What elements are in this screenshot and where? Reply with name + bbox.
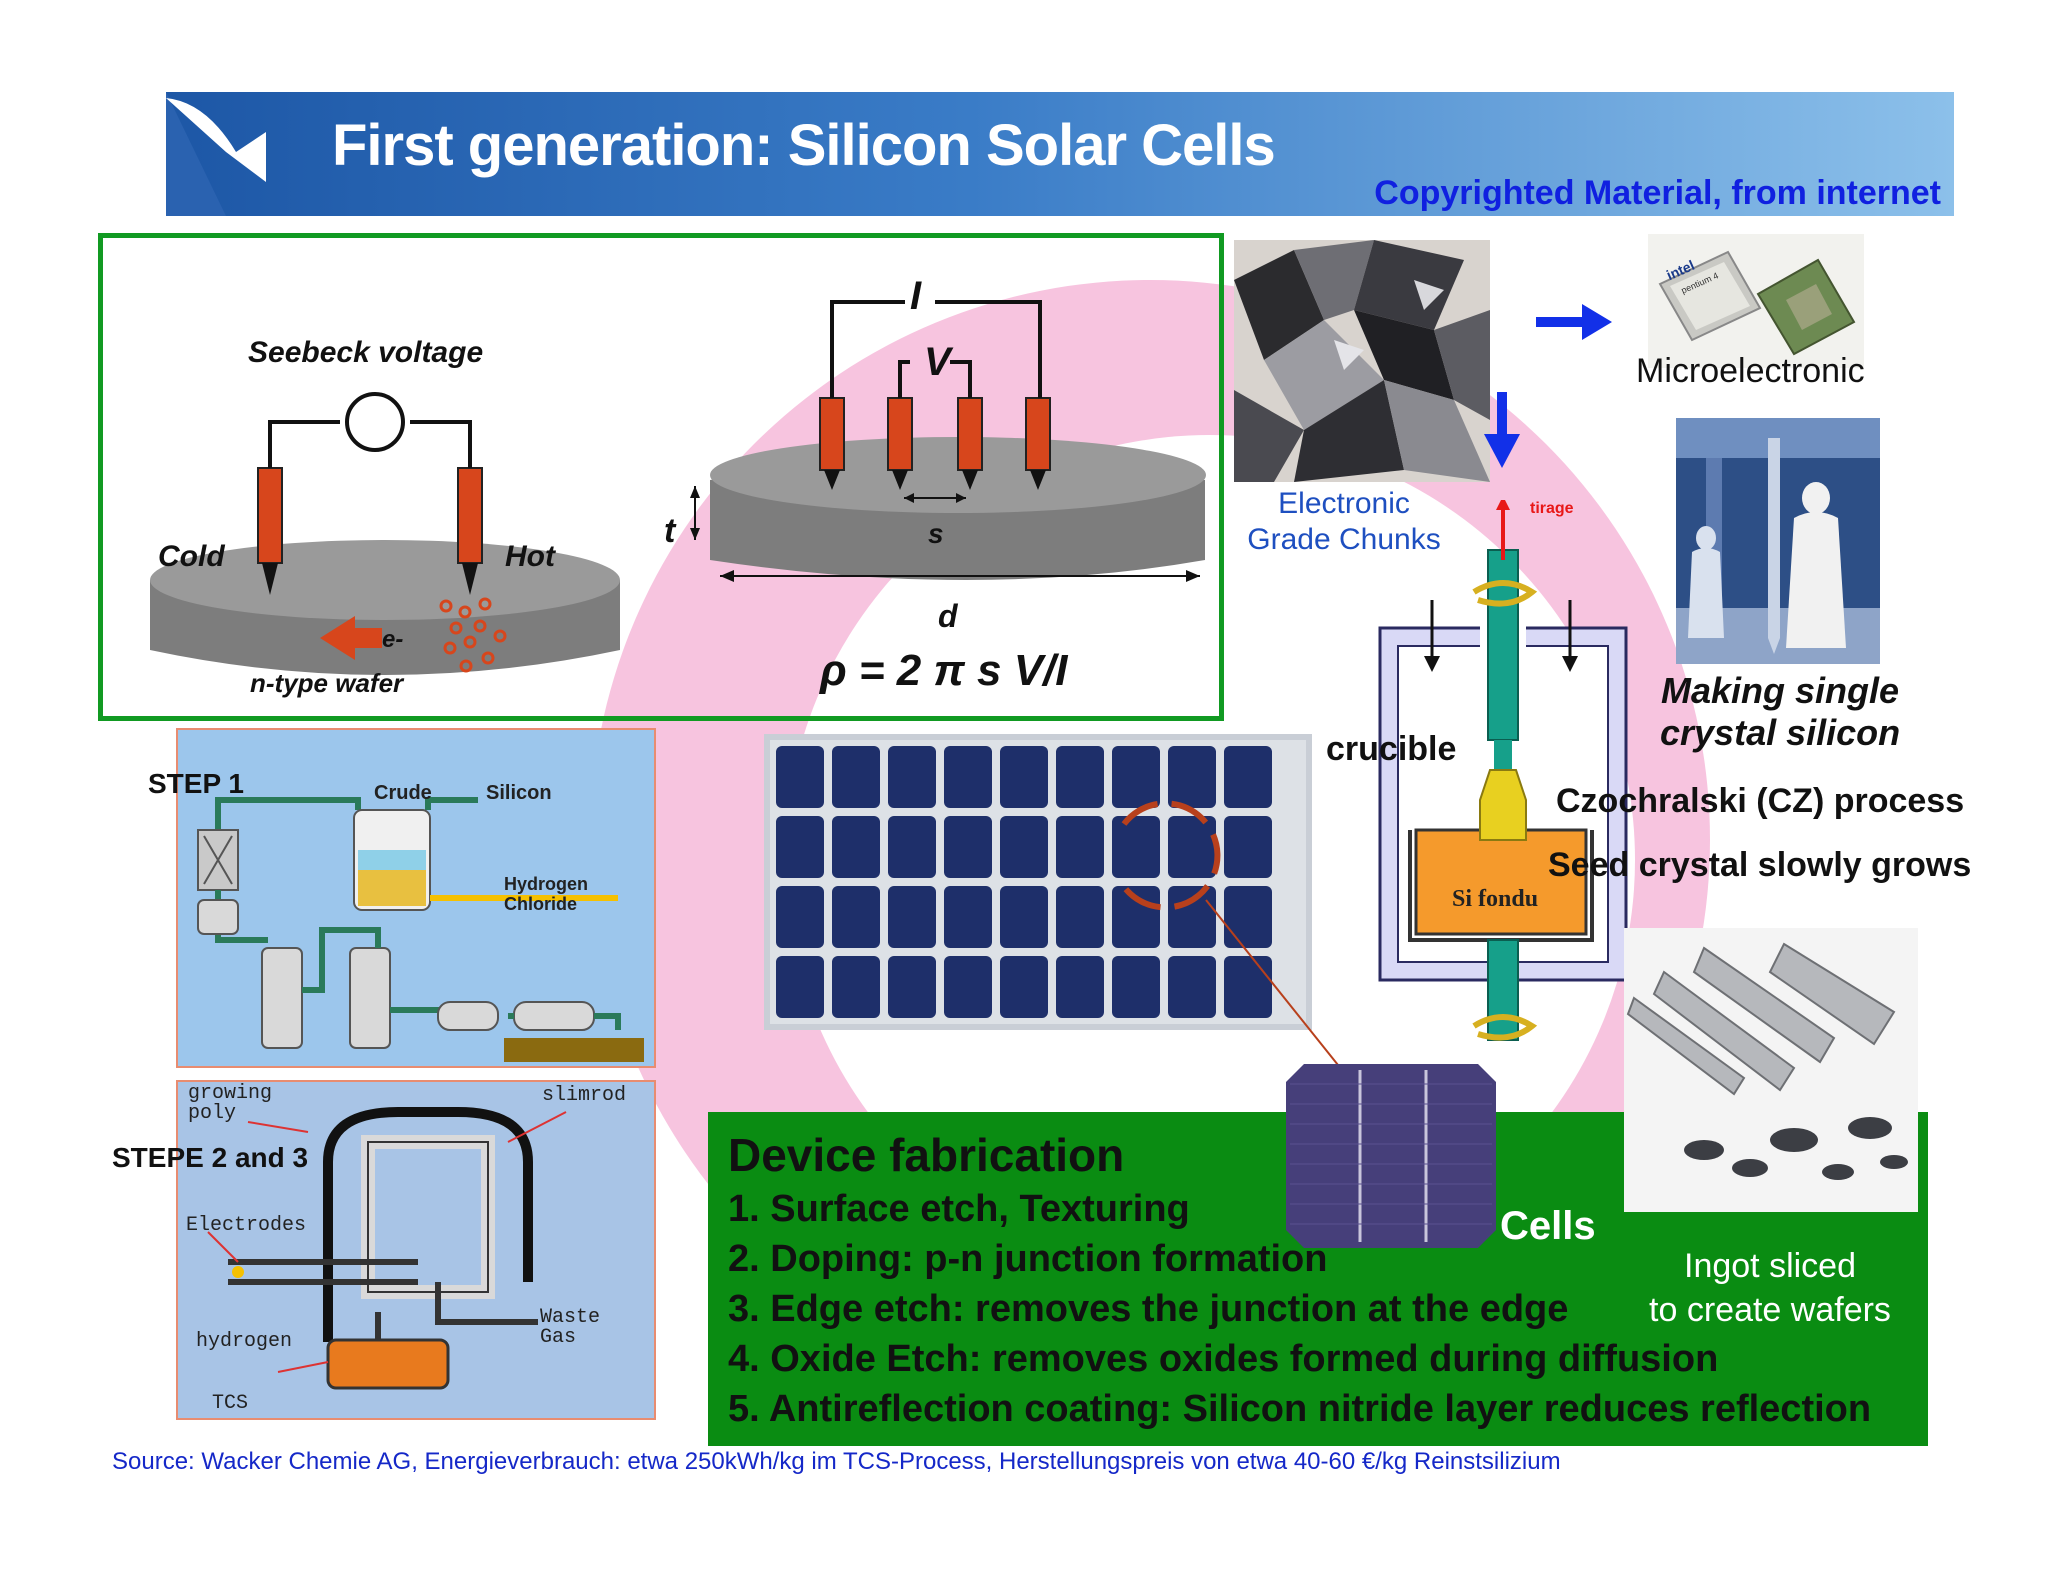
- crucible-label: crucible: [1326, 730, 1457, 768]
- seebeck-diagram: [150, 392, 620, 675]
- growing-label: growing: [188, 1082, 273, 1105]
- slimrod-label: slimrod: [542, 1084, 627, 1107]
- ingot-caption: Ingot sliced to create wafers: [1620, 1244, 1920, 1332]
- arrow-right-icon: [1536, 304, 1612, 340]
- fabrication-step: 4. Oxide Etch: removes oxides formed dur…: [728, 1338, 1719, 1380]
- seed-crystal-label: Seed crystal slowly grows: [1548, 846, 1972, 884]
- step2-label: STEPE 2 and 3: [112, 1142, 309, 1173]
- silicon-chunks-photo: [1234, 240, 1490, 482]
- measurement-diagrams-frame: [98, 233, 1224, 721]
- corner-logo-icon: [166, 92, 266, 216]
- chunks-caption-line2: Grade Chunks: [1247, 523, 1441, 556]
- thickness-label: t: [664, 512, 676, 550]
- making-crystal-caption: Making single crystal silicon: [1660, 670, 1900, 754]
- clean-room-photo: [1676, 418, 1880, 664]
- current-label: I: [910, 274, 922, 318]
- step2-diagram: [176, 1080, 656, 1420]
- step2-reactor-diagram: [207, 1107, 567, 1390]
- cz-process-label: Czochralski (CZ) process: [1556, 782, 1965, 820]
- step1-label: STEP 1: [148, 768, 244, 799]
- resistivity-formula: ρ = 2 π s V/I: [820, 646, 1068, 695]
- waste-gas-label: Waste Gas: [540, 1308, 600, 1348]
- ingot-caption-line1: Ingot sliced: [1684, 1247, 1856, 1285]
- making-caption-line2: crystal silicon: [1660, 712, 1901, 753]
- tcs-label: TCS: [212, 1392, 249, 1415]
- copyright-note: Copyrighted Material, from internet: [1374, 174, 1941, 212]
- ingot-photo: [1624, 928, 1918, 1212]
- ingot-caption-line2: to create wafers: [1649, 1291, 1891, 1329]
- cells-label: Cells: [1500, 1204, 1596, 1248]
- waste-label: Waste: [540, 1306, 601, 1329]
- pull-label: tirage: [1530, 500, 1574, 517]
- cold-label: Cold: [158, 540, 225, 573]
- solar-cell-photo: [1286, 1064, 1496, 1248]
- electrodes-label: Electrodes: [186, 1214, 307, 1237]
- fabrication-step: 5. Antireflection coating: Silicon nitri…: [728, 1388, 1872, 1430]
- hcl-label-line1: Hydrogen: [504, 874, 589, 894]
- fabrication-step: 1. Surface etch, Texturing: [728, 1188, 1190, 1230]
- fabrication-step: 3. Edge etch: removes the junction at th…: [728, 1288, 1569, 1330]
- arrow-down-icon: [1484, 392, 1520, 468]
- diameter-label: d: [938, 598, 958, 634]
- hcl-label-line2: Chloride: [504, 894, 578, 914]
- title-banner: [166, 92, 1954, 216]
- poly-label: poly: [188, 1102, 237, 1125]
- device-fabrication-title: Device fabrication: [728, 1129, 1125, 1181]
- page-title: First generation: Silicon Solar Cells: [332, 113, 1276, 178]
- source-footnote: Source: Wacker Chemie AG, Energieverbrau…: [112, 1448, 1561, 1475]
- step1-diagram: [176, 728, 656, 1068]
- making-caption-line1: Making single: [1660, 670, 1900, 711]
- voltage-label: V: [924, 340, 951, 384]
- four-point-probe-diagram: [690, 300, 1206, 582]
- growing-poly-label: growing poly: [188, 1084, 272, 1124]
- crude-label: Crude: [374, 782, 432, 804]
- chunks-caption: Electronic Grade Chunks: [1234, 486, 1454, 558]
- hcl-label: Hydrogen Chloride: [504, 874, 588, 914]
- silicon-label: Silicon: [486, 782, 552, 804]
- hydrogen-label: hydrogen: [196, 1330, 293, 1353]
- seebeck-voltage-label: Seebeck voltage: [248, 336, 484, 369]
- n-type-wafer-label: n-type wafer: [250, 668, 404, 698]
- hot-label: Hot: [505, 540, 555, 573]
- solar-panel-photo: [764, 734, 1312, 1030]
- melt-label: Si fondu: [1452, 886, 1539, 912]
- microelectronic-label: Microelectronic: [1636, 352, 1865, 390]
- gas-label: Gas: [540, 1326, 577, 1349]
- step1-process-diagram: [197, 797, 644, 1062]
- czochralski-apparatus-diagram: [1378, 500, 1628, 1041]
- spacing-label: s: [928, 518, 944, 549]
- electron-label: e-: [382, 626, 404, 653]
- fabrication-step: 2. Doping: p-n junction formation: [728, 1238, 1328, 1280]
- chunks-caption-line1: Electronic: [1278, 487, 1410, 520]
- microprocessor-chips-photo: [1648, 234, 1864, 368]
